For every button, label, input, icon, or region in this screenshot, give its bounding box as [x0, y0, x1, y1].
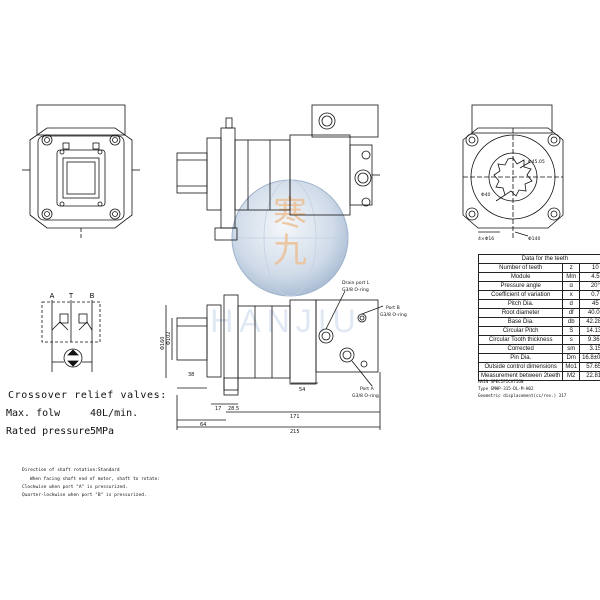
watermark-chinese-lower: 九: [273, 231, 307, 271]
drain-port-label: Drain port L: [342, 280, 370, 286]
max-flow-value: 40L/min.: [90, 408, 139, 419]
dim-215: 215: [290, 429, 300, 435]
teeth-param-name: Circular Tooth thickness: [477, 335, 564, 345]
dim-bolt-circle: Φ140: [528, 236, 540, 242]
relief-valves-title: Crossover relief valves:: [8, 390, 167, 401]
rotation-line-1: When facing shaft end of motor, shaft to…: [30, 477, 161, 482]
rotation-line-2: Clockwise when port "A" is pressurized.: [22, 485, 128, 490]
teeth-param-name: Pressure angle: [477, 281, 564, 291]
teeth-param-symbol: Dm: [562, 353, 581, 363]
dim-flange-dia: Φ160: [160, 337, 166, 350]
teeth-param-value: 14.137: [579, 326, 600, 336]
dim-54: 54: [299, 387, 305, 393]
front-view: [22, 104, 140, 240]
teeth-param-name: Outside control dimensions: [477, 362, 564, 372]
teeth-param-name: Circular Pitch: [477, 326, 564, 336]
end-view: [462, 104, 564, 240]
teeth-param-symbol: db: [562, 317, 581, 327]
teeth-param-name: Root diameter: [477, 308, 564, 318]
teeth-param-symbol: M2: [562, 371, 581, 381]
teeth-param-symbol: s: [562, 335, 581, 345]
teeth-param-value: 42.286: [579, 317, 600, 327]
side-view: [176, 104, 380, 241]
dim-171: 171: [290, 414, 300, 420]
main-spec-type: Type SMHP-315-DL-M-H02: [478, 386, 534, 391]
teeth-param-value: 45: [579, 299, 600, 309]
teeth-param-value: 40.05: [579, 308, 600, 318]
schematic-port-t: T: [69, 293, 74, 300]
rated-pressure-value: 5MPa: [90, 426, 115, 437]
rated-pressure-label: Rated pressure: [6, 426, 91, 437]
main-spec-displacement: Geometric displacement(cc/rev.) 317: [478, 393, 567, 398]
dim-pilot-dia: Φ102: [166, 332, 172, 345]
teeth-param-name: Coefficient of variation: [477, 290, 564, 300]
teeth-param-name: Corrected: [477, 344, 564, 354]
teeth-param-symbol: x: [562, 290, 581, 300]
teeth-param-value: 10: [579, 263, 600, 273]
dim-shaft: 38: [188, 372, 194, 378]
teeth-param-symbol: α: [562, 281, 581, 291]
drain-port-spec: G3/8 O-ring: [342, 287, 369, 293]
teeth-param-name: Base Dia.: [477, 317, 564, 327]
teeth-param-symbol: z: [562, 263, 581, 273]
teeth-param-symbol: sm: [562, 344, 581, 354]
teeth-param-symbol: Mo1: [562, 362, 581, 372]
hydraulic-schematic: [41, 300, 101, 372]
dim-bolt-hole: 4×Φ16: [478, 236, 494, 242]
schematic-port-a: A: [50, 293, 55, 300]
teeth-param-name: Module: [477, 272, 564, 282]
schematic-port-b: B: [90, 293, 95, 300]
teeth-param-value: 0.7: [579, 290, 600, 300]
teeth-param-symbol: Mm: [562, 272, 581, 282]
teeth-param-symbol: S: [562, 326, 581, 336]
port-b-label: Port B: [386, 305, 400, 311]
rotation-line-3: Quarter-lockwise when port "B" is pressu…: [22, 493, 147, 498]
dim-28-5: 28.5: [228, 406, 239, 412]
dim-spline-dia: Φ45.05: [528, 159, 545, 165]
dim-spline-dia2: Φ40: [481, 192, 491, 198]
rotation-title: Direction of shaft rotation:Standard: [22, 468, 120, 473]
dim-64: 64: [200, 422, 206, 428]
teeth-param-name: Pin Dia.: [477, 353, 564, 363]
teeth-param-value: 3.15: [579, 344, 600, 354]
teeth-table-title: Data for the teeth: [478, 254, 600, 264]
teeth-param-value: 4.5: [579, 272, 600, 282]
section-view: [165, 290, 384, 430]
port-b-spec: G3/8 O-ring: [380, 312, 407, 318]
teeth-param-name: Measurement between 2teeth: [477, 371, 564, 381]
port-a-label: Port A: [360, 386, 375, 392]
watermark-brand: HANJIU: [210, 303, 362, 339]
teeth-param-value: 9.361: [579, 335, 600, 345]
teeth-param-symbol: df: [562, 308, 581, 318]
teeth-param-value: 57.652: [579, 362, 600, 372]
max-flow-label: Max. folw: [6, 408, 61, 419]
main-spec-title: MAIN SPECIFICATION: [478, 379, 524, 384]
port-a-spec: G3/8 O-ring: [352, 393, 379, 399]
watermark-globe-logo: 寒 九 HANJIU: [210, 179, 362, 339]
teeth-param-value: 16.8±0.03: [579, 353, 600, 363]
dim-17: 17: [215, 406, 221, 412]
teeth-param-name: Pitch Dia.: [477, 299, 564, 309]
teeth-param-symbol: d: [562, 299, 581, 309]
teeth-param-value: 22.817: [579, 371, 600, 381]
teeth-param-value: 20°: [579, 281, 600, 291]
teeth-param-name: Number of teeth: [477, 263, 564, 273]
